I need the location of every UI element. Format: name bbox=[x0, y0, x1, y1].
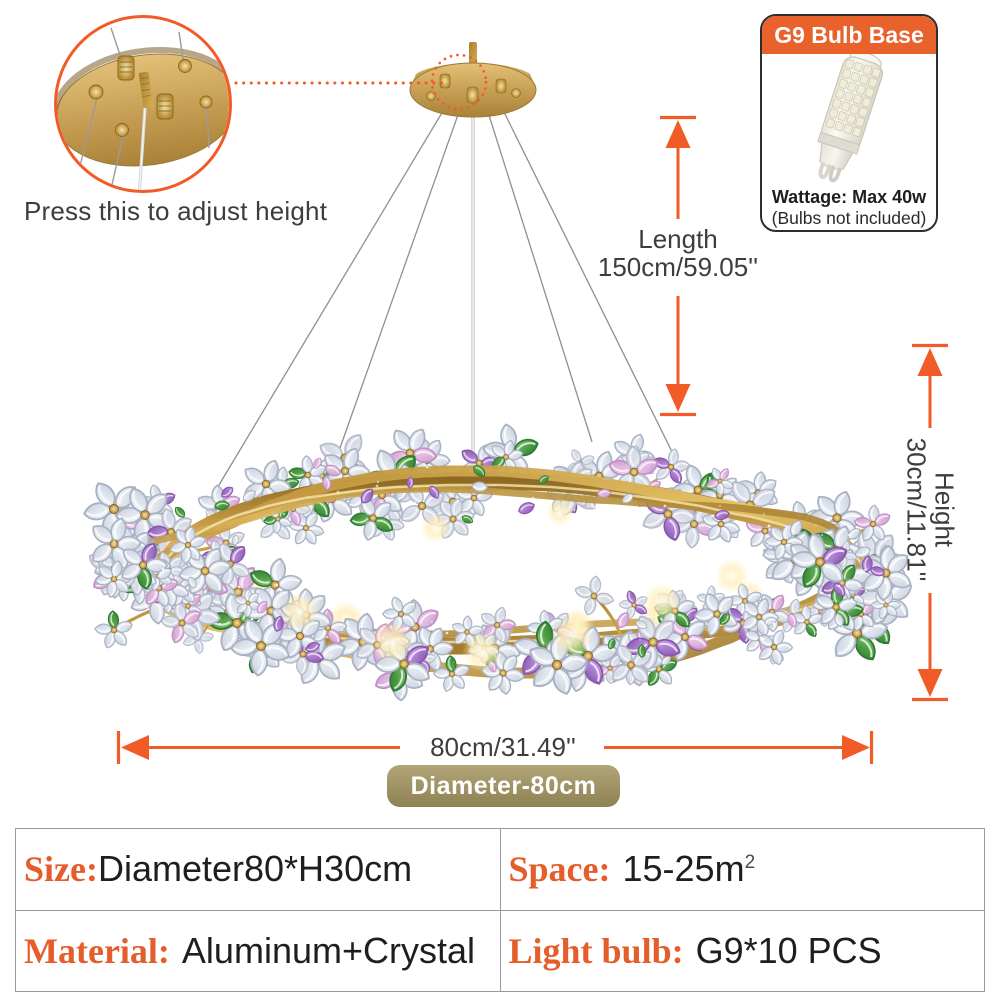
length-value: 150cm/59.05'' bbox=[597, 251, 759, 282]
inset-caption: Press this to adjust height bbox=[24, 196, 328, 226]
spec-table: Size:Diameter80*H30cm Space: 15-25m2 Mate… bbox=[15, 828, 985, 992]
table-row: Size:Diameter80*H30cm Space: 15-25m2 bbox=[15, 828, 985, 911]
spec-space-superscript: 2 bbox=[744, 852, 756, 874]
g9-bulb-icon bbox=[817, 54, 883, 183]
chandelier-illustration bbox=[75, 42, 924, 712]
length-label: Length bbox=[638, 224, 718, 254]
suspension-wires bbox=[209, 105, 683, 501]
spec-value-size: Diameter80*H30cm bbox=[97, 848, 413, 890]
spec-cell-space: Space: 15-25m2 bbox=[499, 828, 985, 911]
width-arrow bbox=[116, 731, 874, 764]
spec-cell-size: Size:Diameter80*H30cm bbox=[15, 828, 501, 911]
length-arrow bbox=[660, 115, 696, 417]
spec-value-material: Aluminum+Crystal bbox=[181, 929, 476, 971]
g9-bulb-image bbox=[817, 54, 883, 183]
height-value: 30cm/11.81'' bbox=[902, 438, 932, 582]
inset-connector bbox=[234, 53, 488, 111]
spec-label-size: Size: bbox=[24, 849, 98, 890]
length-dimension-text: Length 150cm/59.05'' bbox=[578, 224, 778, 282]
height-dimension-text: Height 30cm/11.81'' bbox=[830, 430, 1000, 590]
height-adjuster-inset bbox=[54, 15, 232, 193]
spec-label-space: Space: bbox=[508, 849, 611, 890]
spec-cell-lightbulb: Light bulb: G9*10 PCS bbox=[499, 909, 985, 992]
spec-value-space: 15-25m bbox=[622, 848, 745, 890]
spec-label-lightbulb: Light bulb: bbox=[508, 930, 684, 971]
bulb-glows-front bbox=[281, 498, 749, 672]
table-row: Material: Aluminum+Crystal Light bulb: G9*… bbox=[15, 909, 985, 992]
ceiling-canopy bbox=[409, 42, 537, 118]
diameter-badge: Diameter-80cm bbox=[387, 765, 620, 807]
bulb-info-box: G9 Bulb Base Wattage: Max 40w (Bulbs not… bbox=[760, 14, 938, 232]
bulb-wattage: Wattage: Max 40w bbox=[771, 187, 927, 207]
sparkles bbox=[112, 465, 888, 670]
height-label: Height bbox=[929, 472, 960, 548]
bulb-note: (Bulbs not included) bbox=[771, 208, 927, 228]
spec-cell-material: Material: Aluminum+Crystal bbox=[15, 909, 501, 992]
width-dimension-text: 80cm/31.49'' bbox=[430, 732, 576, 762]
bulb-box-title: G9 Bulb Base bbox=[762, 16, 936, 54]
spec-value-lightbulb: G9*10 PCS bbox=[695, 929, 882, 971]
spec-label-material: Material: bbox=[24, 930, 170, 971]
height-arrow bbox=[912, 343, 948, 702]
